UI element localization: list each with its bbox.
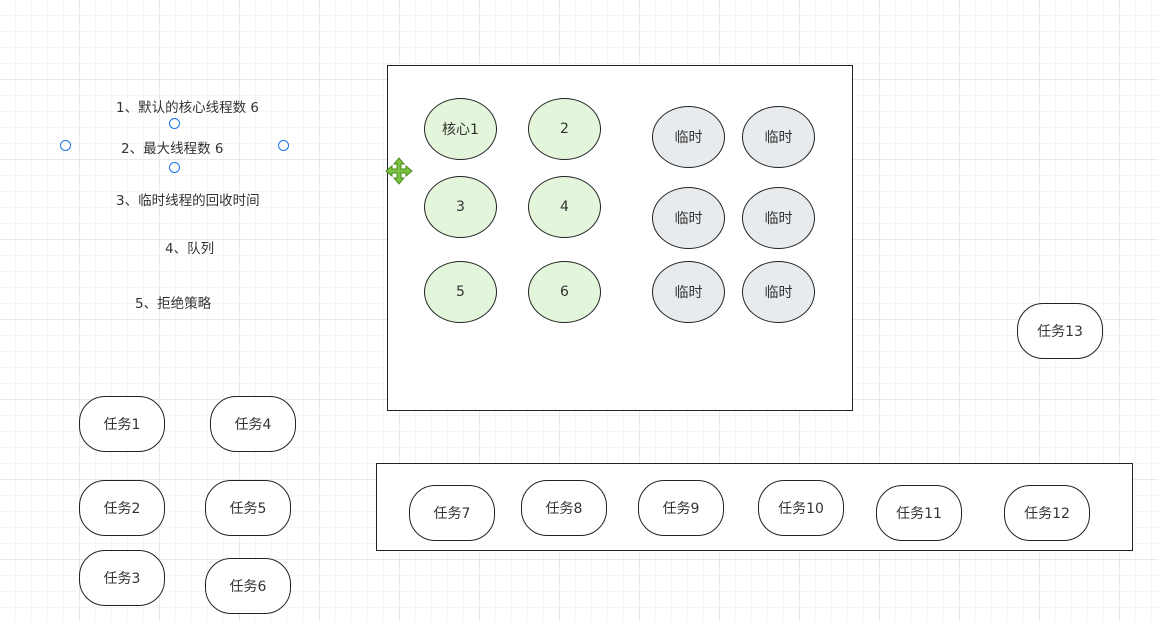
task-node[interactable]: 任务2 (79, 480, 165, 536)
temp-thread[interactable]: 临时 (742, 187, 815, 249)
queue-task[interactable]: 任务9 (638, 480, 724, 536)
core-thread[interactable]: 4 (528, 176, 601, 238)
core-thread[interactable]: 核心1 (424, 98, 497, 160)
move-cursor-icon (385, 157, 413, 185)
task-node[interactable]: 任务1 (79, 396, 165, 452)
queue-task[interactable]: 任务10 (758, 480, 844, 536)
note-max-threads[interactable]: 2、最大线程数 6 (121, 141, 224, 157)
selection-handle-left[interactable] (60, 140, 71, 151)
task-node[interactable]: 任务6 (205, 558, 291, 614)
core-thread[interactable]: 6 (528, 261, 601, 323)
core-thread[interactable]: 2 (528, 98, 601, 160)
temp-thread[interactable]: 临时 (652, 187, 725, 249)
temp-thread[interactable]: 临时 (652, 106, 725, 168)
temp-thread[interactable]: 临时 (742, 261, 815, 323)
queue-task[interactable]: 任务11 (876, 485, 962, 541)
task-node[interactable]: 任务5 (205, 480, 291, 536)
task-node[interactable]: 任务4 (210, 396, 296, 452)
temp-thread[interactable]: 临时 (742, 106, 815, 168)
temp-thread[interactable]: 临时 (652, 261, 725, 323)
note-keepalive[interactable]: 3、临时线程的回收时间 (116, 193, 260, 209)
queue-task[interactable]: 任务12 (1004, 485, 1090, 541)
task-node[interactable]: 任务3 (79, 550, 165, 606)
queue-task[interactable]: 任务7 (409, 485, 495, 541)
selection-handle-bottom[interactable] (169, 162, 180, 173)
core-thread[interactable]: 3 (424, 176, 497, 238)
note-reject-policy[interactable]: 5、拒绝策略 (135, 296, 212, 312)
selection-handle-top[interactable] (169, 118, 180, 129)
core-thread[interactable]: 5 (424, 261, 497, 323)
queue-task[interactable]: 任务8 (521, 480, 607, 536)
note-core-threads[interactable]: 1、默认的核心线程数 6 (116, 100, 259, 116)
selection-handle-right[interactable] (278, 140, 289, 151)
rejected-task[interactable]: 任务13 (1017, 303, 1103, 359)
note-queue[interactable]: 4、队列 (165, 241, 215, 257)
